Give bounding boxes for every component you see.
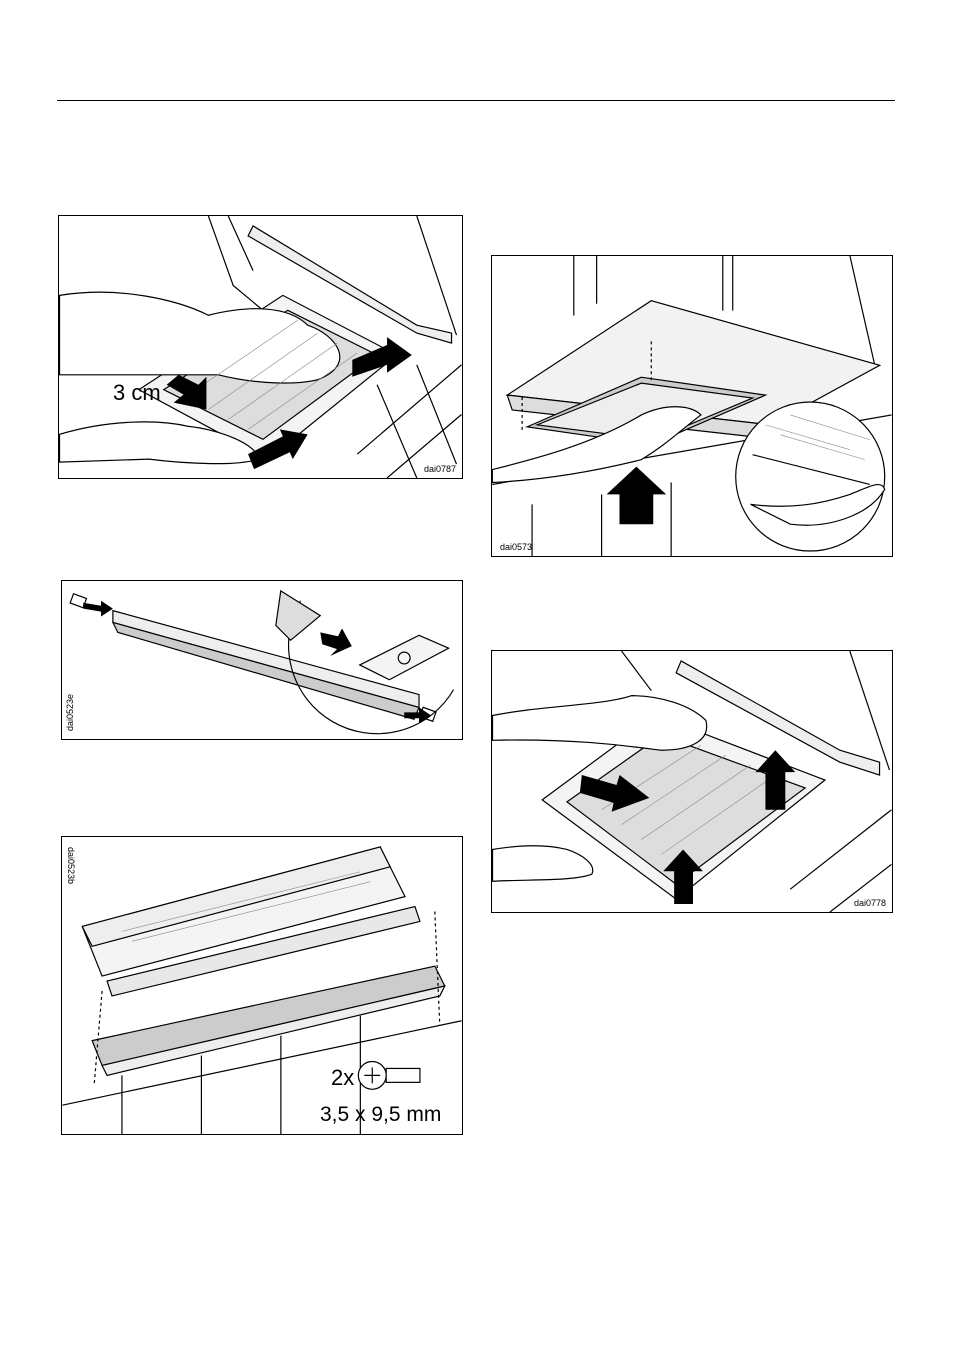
figure-code-label: dai0778 bbox=[854, 898, 886, 908]
illustration-rail-screws bbox=[62, 837, 462, 1134]
header-rule bbox=[57, 100, 895, 101]
figure-code-label: dai0523e bbox=[65, 694, 75, 731]
figure-code-label: dai0573 bbox=[500, 542, 532, 552]
illustration-filter-insert-hands bbox=[59, 216, 462, 478]
illustration-filter-removal-hands bbox=[492, 651, 892, 912]
illustration-rail-clips bbox=[62, 581, 462, 739]
figure-dai0573: dai0573 bbox=[491, 255, 893, 557]
illustration-filter-lift-hand bbox=[492, 256, 892, 556]
figure-dai0523e: dai0523e bbox=[61, 580, 463, 740]
figure-dai0778: dai0778 bbox=[491, 650, 893, 913]
callout-3cm: 3 cm bbox=[113, 380, 161, 406]
figure-code-label: dai0523b bbox=[66, 847, 76, 884]
figure-dai0787: 3 cm dai0787 bbox=[58, 215, 463, 479]
screw-quantity: 2x bbox=[331, 1065, 354, 1091]
figure-code-label: dai0787 bbox=[424, 464, 456, 474]
figure-dai0523b: dai0523b 2x 3,5 x 9,5 mm bbox=[61, 836, 463, 1135]
screw-size: 3,5 x 9,5 mm bbox=[320, 1103, 441, 1127]
